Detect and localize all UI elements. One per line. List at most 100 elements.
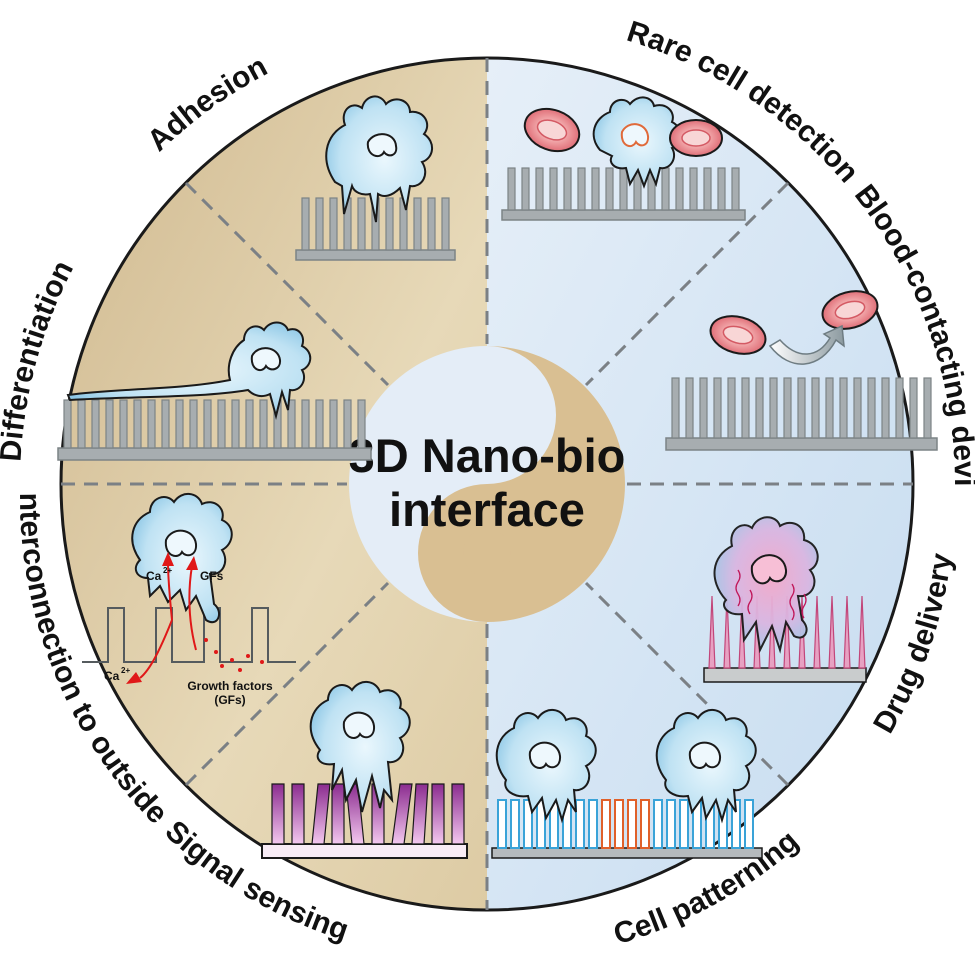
pillar [218, 400, 225, 448]
pillar [770, 378, 777, 438]
pillar [896, 378, 903, 438]
pillar [64, 400, 71, 448]
pillar [190, 400, 197, 448]
pillar [302, 198, 309, 250]
pillar [120, 400, 127, 448]
patterning-pillar-orange [628, 800, 636, 848]
pillar [176, 400, 183, 448]
blood-pillars [666, 378, 937, 450]
pillar [162, 400, 169, 448]
patterning-pillar-blue [745, 800, 753, 848]
interconnection-nucleus [166, 531, 196, 556]
signal-nucleus [344, 713, 374, 738]
pillar-base [58, 448, 371, 460]
pillar [246, 400, 253, 448]
ca-top-sup: 2+ [163, 566, 172, 575]
pillar [662, 168, 669, 210]
pillar [302, 400, 309, 448]
pillar [508, 168, 515, 210]
signal-pillar [292, 784, 304, 844]
pillar [812, 378, 819, 438]
pillar [606, 168, 613, 210]
pillar [344, 400, 351, 448]
signal-pillar [272, 784, 284, 844]
pillar [78, 400, 85, 448]
patterning-pillar-orange [641, 800, 649, 848]
patterning-pillar-blue [498, 800, 506, 848]
pillar [428, 198, 435, 250]
pillar [134, 400, 141, 448]
patterning-pillar-blue [667, 800, 675, 848]
pillar [204, 400, 211, 448]
pillar [742, 378, 749, 438]
pillar [882, 378, 889, 438]
rare-rbc-right [670, 120, 722, 156]
growth-factors-line2: (GFs) [214, 693, 245, 707]
patterning-pillar-blue [680, 800, 688, 848]
signal-pillar [432, 784, 444, 844]
signal-substrate [262, 844, 467, 858]
ca-bottom-sup: 2+ [121, 666, 130, 675]
patterning-pillar-orange [602, 800, 610, 848]
patterning-pillar-orange [615, 800, 623, 848]
center-title-line2: interface [389, 483, 585, 536]
drug-nucleus [752, 555, 786, 583]
drug-substrate [704, 668, 866, 682]
pillar [550, 168, 557, 210]
pillar-base [502, 210, 745, 220]
pillar-base [296, 250, 455, 260]
gfs-label: GFs [200, 569, 224, 583]
pillar [316, 400, 323, 448]
pillar [718, 168, 725, 210]
pillar [386, 198, 393, 250]
pillar [868, 378, 875, 438]
pillar [330, 198, 337, 250]
ca-bottom-label: Ca [104, 669, 120, 683]
patterning-pillar-blue [589, 800, 597, 848]
pillar [704, 168, 711, 210]
pillar [578, 168, 585, 210]
pillar [732, 168, 739, 210]
pillar [756, 378, 763, 438]
pillar [676, 168, 683, 210]
pillar [92, 400, 99, 448]
pillar [232, 400, 239, 448]
pillar [592, 168, 599, 210]
patterning-pillar-blue [654, 800, 662, 848]
pillar [536, 168, 543, 210]
signal-pillar [332, 784, 344, 844]
pillar [330, 400, 337, 448]
pillar [442, 198, 449, 250]
pillar [686, 378, 693, 438]
pillar [854, 378, 861, 438]
patterning-pillar-blue [511, 800, 519, 848]
signal-pillar [452, 784, 464, 844]
pillar [620, 168, 627, 210]
pillar [798, 378, 805, 438]
pillar [840, 378, 847, 438]
pillar-base [666, 438, 937, 450]
patterning-pillar-blue [576, 800, 584, 848]
pillar [714, 378, 721, 438]
center-title-line1: 3D Nano-bio [349, 429, 626, 482]
pillar [260, 400, 267, 448]
pillar [728, 378, 735, 438]
ca-top-label: Ca [146, 569, 162, 583]
pillar [414, 198, 421, 250]
pillar [826, 378, 833, 438]
pillar [924, 378, 931, 438]
pillar [358, 400, 365, 448]
pillar [690, 168, 697, 210]
pillar [784, 378, 791, 438]
pillar [316, 198, 323, 250]
pillar [358, 198, 365, 250]
rare-cell-pillars [502, 168, 745, 220]
growth-factors-line1: Growth factors [187, 679, 273, 693]
pillar [700, 378, 707, 438]
patterning-substrate [492, 848, 762, 858]
pillar [910, 378, 917, 438]
pillar [564, 168, 571, 210]
pillar [672, 378, 679, 438]
